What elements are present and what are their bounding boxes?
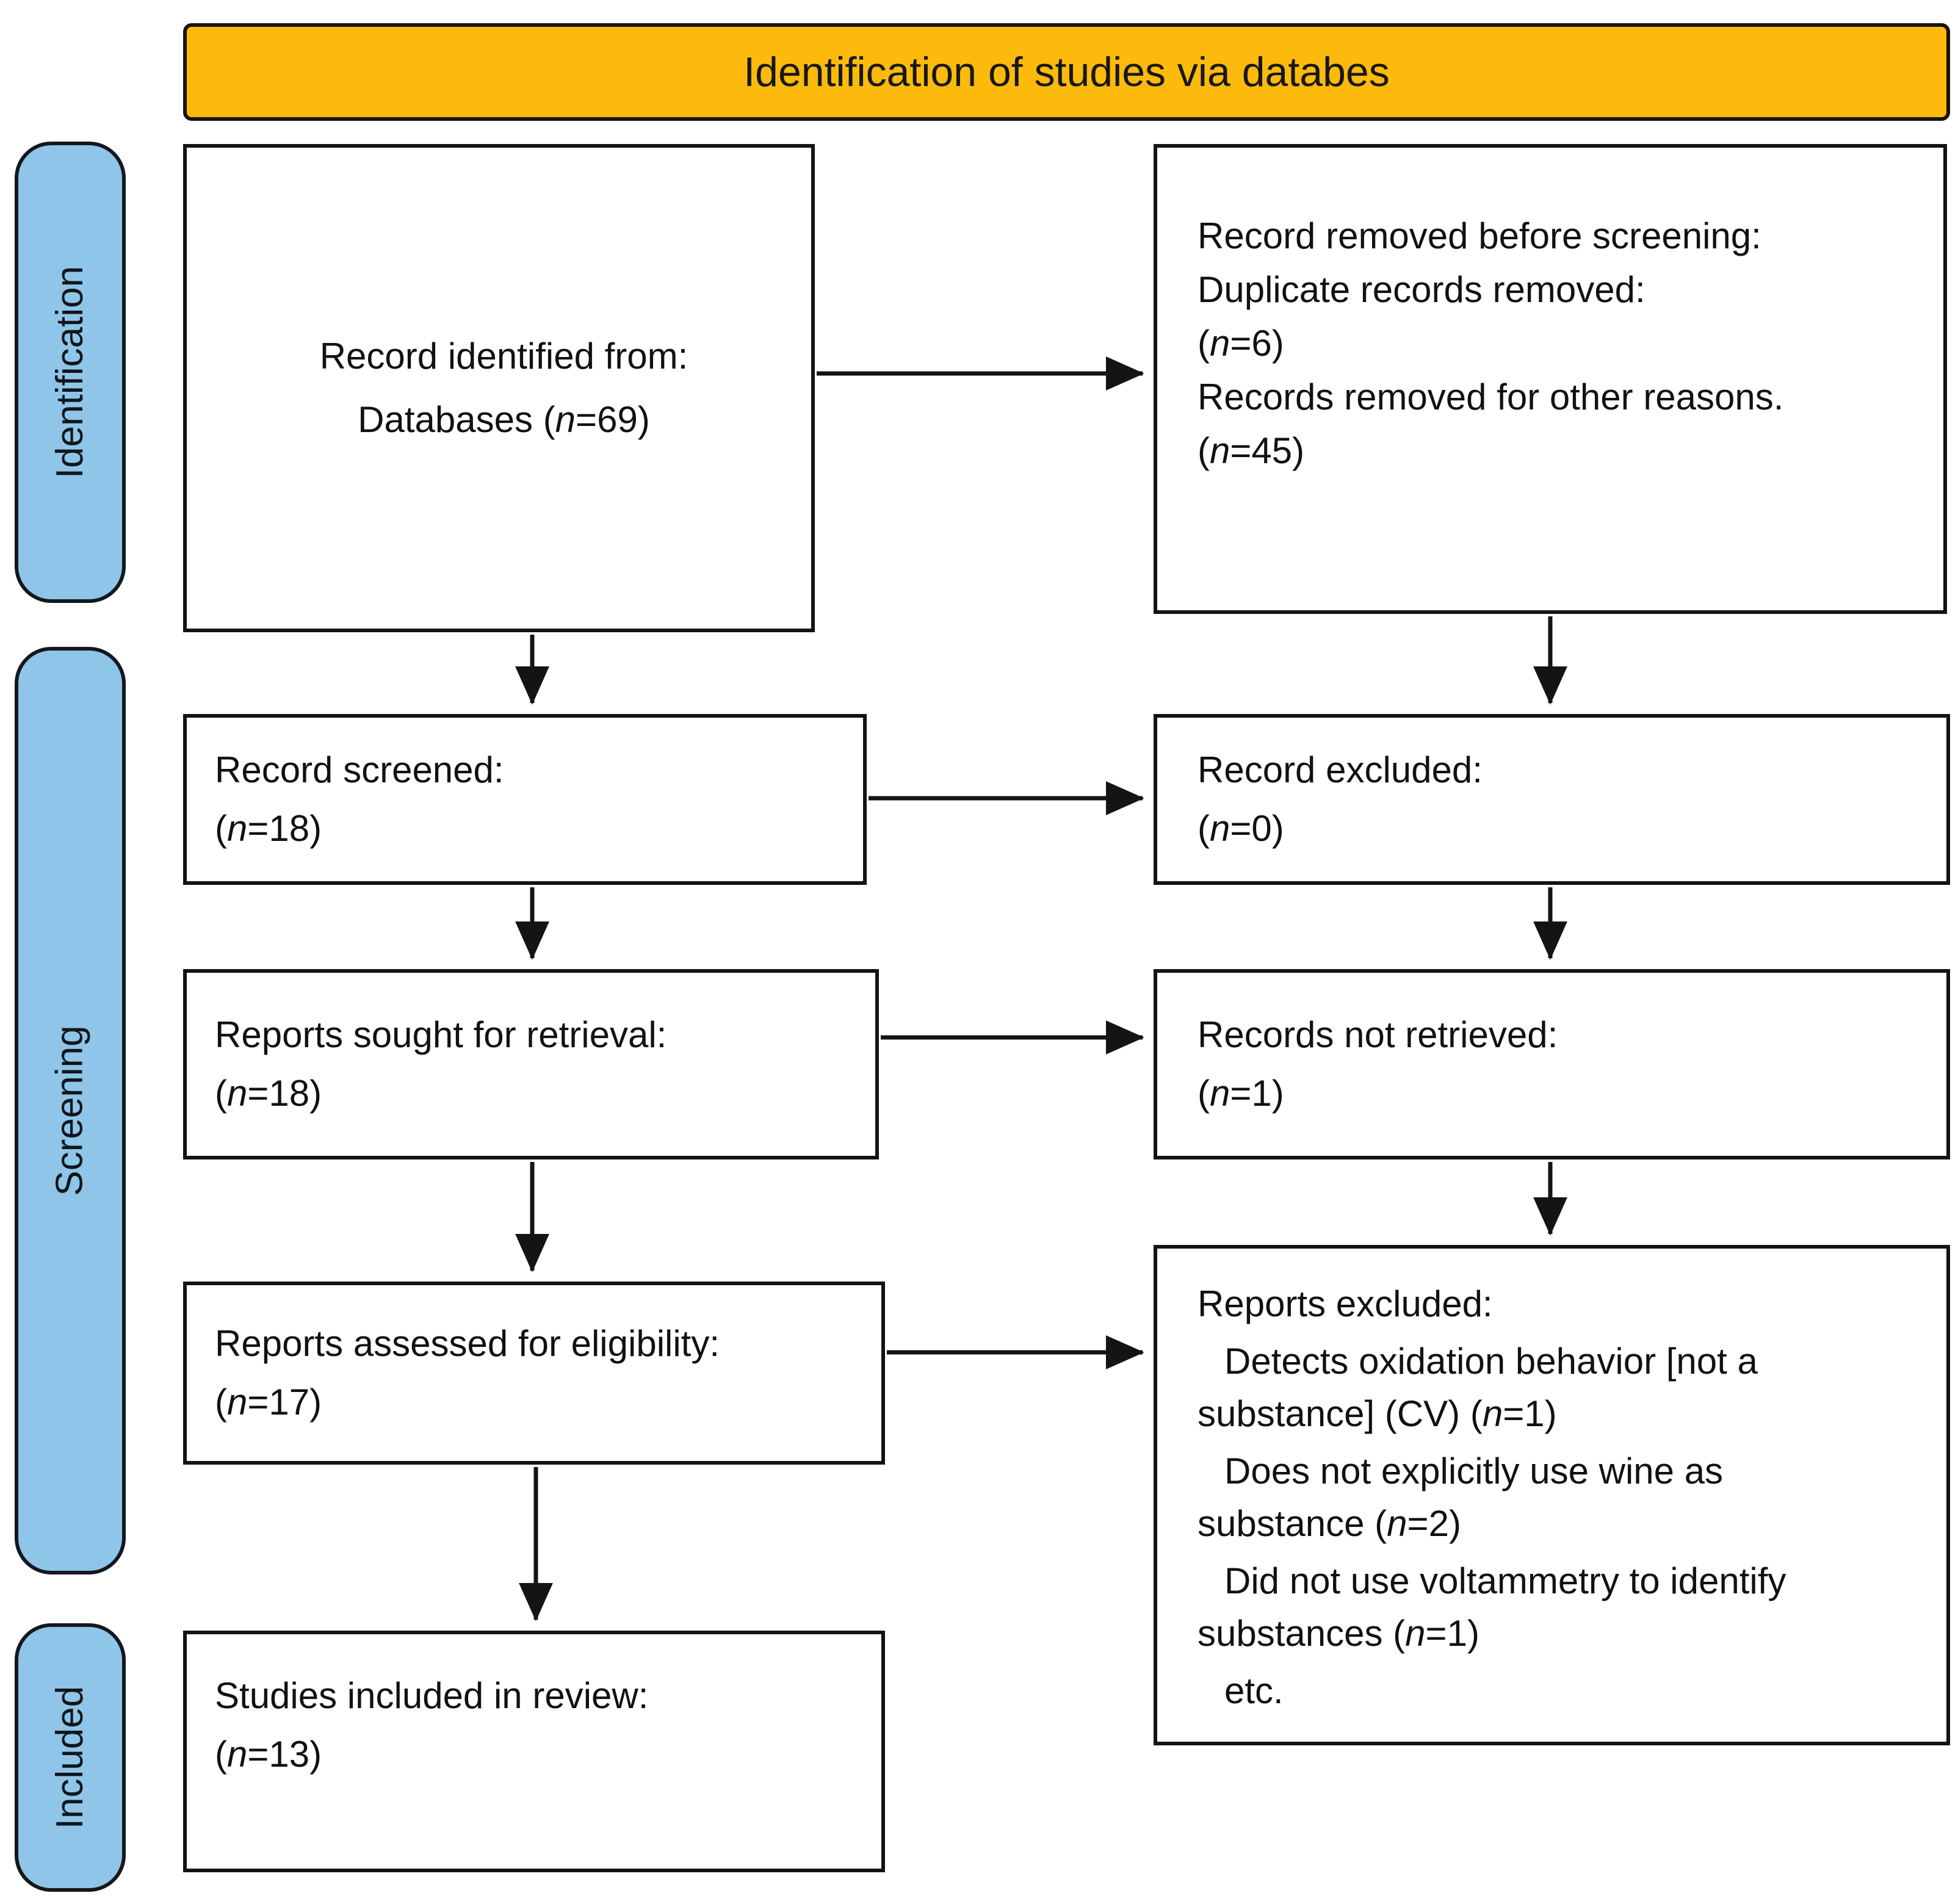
text-fragment: =17) bbox=[247, 1382, 322, 1423]
box-record-excluded-body: Record excluded: (n=0) bbox=[1198, 746, 1928, 853]
text-fragment: ( bbox=[215, 1734, 227, 1775]
italic-n: n bbox=[1209, 430, 1230, 471]
box-record-identified-line1: Record identified from: bbox=[319, 336, 688, 377]
box-records-not-retrieved: Records not retrieved: (n=1) bbox=[1154, 969, 1950, 1159]
box-reports-assessed-body: Reports assessed for eligibility: (n=17) bbox=[215, 1320, 863, 1426]
box-reports-excluded-title: Reports excluded: bbox=[1198, 1283, 1493, 1324]
box-record-removed-line4: Records removed for other reasons. bbox=[1198, 377, 1784, 417]
stage-pill-included: Included bbox=[15, 1623, 126, 1892]
box-reports-sought-body: Reports sought for retrieval: (n=18) bbox=[215, 1011, 857, 1117]
box-record-removed-before-screening: Record removed before screening: Duplica… bbox=[1154, 144, 1947, 614]
text-fragment: =18) bbox=[247, 808, 322, 849]
box-record-removed-body: Record removed before screening: Duplica… bbox=[1198, 212, 1925, 475]
italic-n: n bbox=[1209, 1073, 1230, 1114]
box-reports-sought-line2: (n=18) bbox=[215, 1070, 857, 1117]
box-record-removed-line2: Duplicate records removed: bbox=[1198, 269, 1646, 310]
box-record-excluded-line1: Record excluded: bbox=[1198, 749, 1483, 790]
box-reports-excluded: Reports excluded: Detects oxidation beha… bbox=[1154, 1245, 1950, 1745]
box-record-removed-line3: (n=6) bbox=[1198, 320, 1925, 367]
box-record-identified-body: Record identified from: Databases (n=69) bbox=[215, 333, 793, 444]
stage-label-included: Included bbox=[49, 1686, 92, 1830]
box-reports-excluded-reason-4: etc. bbox=[1224, 1670, 1284, 1711]
text-fragment: ( bbox=[215, 808, 227, 849]
italic-n: n bbox=[1209, 808, 1230, 849]
box-reports-sought-for-retrieval: Reports sought for retrieval: (n=18) bbox=[183, 969, 879, 1159]
text-fragment: =0) bbox=[1230, 808, 1284, 849]
text-fragment: substances ( bbox=[1198, 1613, 1406, 1654]
box-reports-sought-line1: Reports sought for retrieval: bbox=[215, 1014, 667, 1055]
italic-n: n bbox=[1387, 1503, 1407, 1544]
text-fragment: =1) bbox=[1503, 1393, 1557, 1434]
text-fragment: ( bbox=[1198, 430, 1210, 471]
box-record-excluded: Record excluded: (n=0) bbox=[1154, 714, 1950, 885]
box-reports-assessed-line2: (n=17) bbox=[215, 1379, 863, 1426]
text-fragment: =18) bbox=[247, 1073, 322, 1114]
box-record-removed-line5: (n=45) bbox=[1198, 427, 1925, 475]
stage-label-screening: Screening bbox=[49, 1025, 91, 1196]
box-reports-excluded-reason-1-line-a: Detects oxidation behavior [not a bbox=[1224, 1341, 1758, 1382]
text-fragment: =45) bbox=[1230, 430, 1305, 471]
box-record-identified-line2: Databases (n=69) bbox=[215, 396, 793, 444]
text-fragment: substance] (CV) ( bbox=[1198, 1393, 1483, 1434]
text-fragment: =13) bbox=[247, 1734, 322, 1775]
text-fragment: ( bbox=[1198, 323, 1210, 364]
box-records-not-retrieved-line1: Records not retrieved: bbox=[1198, 1014, 1558, 1055]
text-fragment: =6) bbox=[1230, 323, 1284, 364]
box-reports-assessed-for-eligibility: Reports assessed for eligibility: (n=17) bbox=[183, 1282, 885, 1465]
box-reports-excluded-body: Reports excluded: Detects oxidation beha… bbox=[1198, 1280, 1928, 1715]
box-record-removed-line1: Record removed before screening: bbox=[1198, 215, 1761, 256]
text-fragment: Databases ( bbox=[358, 399, 555, 440]
box-reports-excluded-reason-1-line-b: substance] (CV) (n=1) bbox=[1198, 1390, 1928, 1438]
box-reports-excluded-reason-3-line-b: substances (n=1) bbox=[1198, 1610, 1928, 1657]
box-studies-included-body: Studies included in review: (n=13) bbox=[215, 1672, 863, 1778]
box-reports-excluded-reason-2-line-a: Does not explicitly use wine as bbox=[1224, 1451, 1724, 1491]
box-records-not-retrieved-line2: (n=1) bbox=[1198, 1070, 1928, 1117]
text-fragment: ( bbox=[1198, 808, 1210, 849]
text-fragment: =1) bbox=[1425, 1613, 1479, 1654]
italic-n: n bbox=[226, 1382, 248, 1423]
box-reports-assessed-line1: Reports assessed for eligibility: bbox=[215, 1323, 720, 1364]
text-fragment: ( bbox=[1198, 1073, 1210, 1114]
text-fragment: =1) bbox=[1230, 1073, 1284, 1114]
box-studies-included-in-review: Studies included in review: (n=13) bbox=[183, 1631, 885, 1872]
italic-n: n bbox=[1405, 1613, 1426, 1654]
banner-identification-databases: Identification of studies via databes bbox=[183, 23, 1950, 121]
italic-n: n bbox=[555, 399, 576, 440]
box-reports-excluded-reason-2-line-b: substance (n=2) bbox=[1198, 1500, 1928, 1548]
box-record-screened-body: Record screened: (n=18) bbox=[215, 746, 845, 853]
italic-n: n bbox=[1482, 1393, 1503, 1434]
text-fragment: substance ( bbox=[1198, 1503, 1387, 1544]
text-fragment: ( bbox=[215, 1073, 227, 1114]
stage-label-identification: Identification bbox=[49, 265, 91, 479]
box-studies-included-line1: Studies included in review: bbox=[215, 1675, 649, 1716]
banner-title: Identification of studies via databes bbox=[743, 49, 1390, 95]
box-record-identified: Record identified from: Databases (n=69) bbox=[183, 144, 815, 632]
italic-n: n bbox=[226, 1734, 248, 1775]
box-records-not-retrieved-body: Records not retrieved: (n=1) bbox=[1198, 1011, 1928, 1117]
text-fragment: =69) bbox=[576, 399, 650, 440]
box-record-excluded-line2: (n=0) bbox=[1198, 805, 1928, 853]
italic-n: n bbox=[226, 1073, 248, 1114]
italic-n: n bbox=[226, 808, 248, 849]
stage-pill-screening: Screening bbox=[15, 647, 126, 1574]
box-record-screened: Record screened: (n=18) bbox=[183, 714, 867, 885]
italic-n: n bbox=[1209, 323, 1230, 364]
stage-pill-identification: Identification bbox=[15, 142, 126, 603]
box-record-screened-line1: Record screened: bbox=[215, 749, 504, 790]
text-fragment: ( bbox=[215, 1382, 227, 1423]
box-reports-excluded-reason-3-line-a: Did not use voltammetry to identify bbox=[1224, 1560, 1786, 1601]
box-studies-included-line2: (n=13) bbox=[215, 1731, 863, 1778]
box-record-screened-line2: (n=18) bbox=[215, 805, 845, 853]
text-fragment: =2) bbox=[1407, 1503, 1461, 1544]
